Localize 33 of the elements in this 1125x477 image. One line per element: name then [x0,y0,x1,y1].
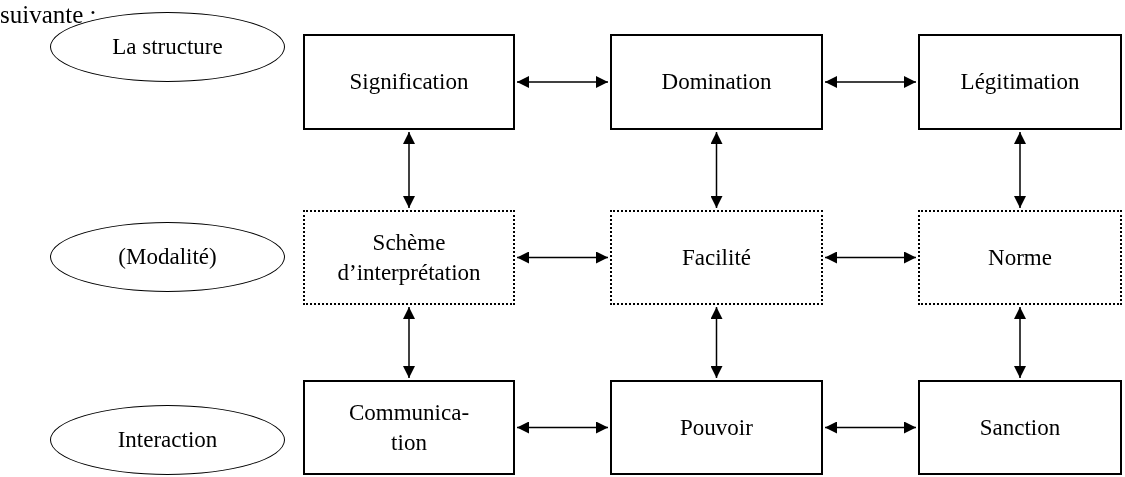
node-label: Signification [349,68,469,96]
node-label: Légitimation [960,68,1080,96]
process-box [303,34,515,130]
process-box [918,380,1122,475]
double-arrow [1014,131,1026,209]
double-arrow [824,421,917,434]
process-box [610,380,823,475]
double-arrow [403,131,415,209]
process-box [918,34,1122,130]
double-arrow [403,306,415,379]
process-box [610,34,823,130]
node-label: La structure [112,33,223,61]
process-box [303,380,515,475]
node-label: Domination [661,68,772,96]
node-label: Sanction [979,413,1061,442]
dotted-box [610,210,823,305]
dotted-box [303,210,515,305]
double-arrow [824,76,917,88]
double-arrow [824,251,917,264]
node-label: Schème d’interprétation [336,228,482,287]
double-arrow [710,306,723,379]
node-label: Interaction [117,426,218,454]
double-arrow [516,421,609,434]
node-label: Pouvoir [680,413,753,442]
node-label: (Modalité) [118,243,217,271]
dotted-box [918,210,1122,305]
node-label: Communica- tion [347,398,471,457]
double-arrow [710,131,723,209]
double-arrow [516,251,609,264]
double-arrow [516,76,609,88]
double-arrow [1014,306,1026,379]
node-label: Facilité [682,243,751,272]
node-label: Norme [988,243,1052,272]
